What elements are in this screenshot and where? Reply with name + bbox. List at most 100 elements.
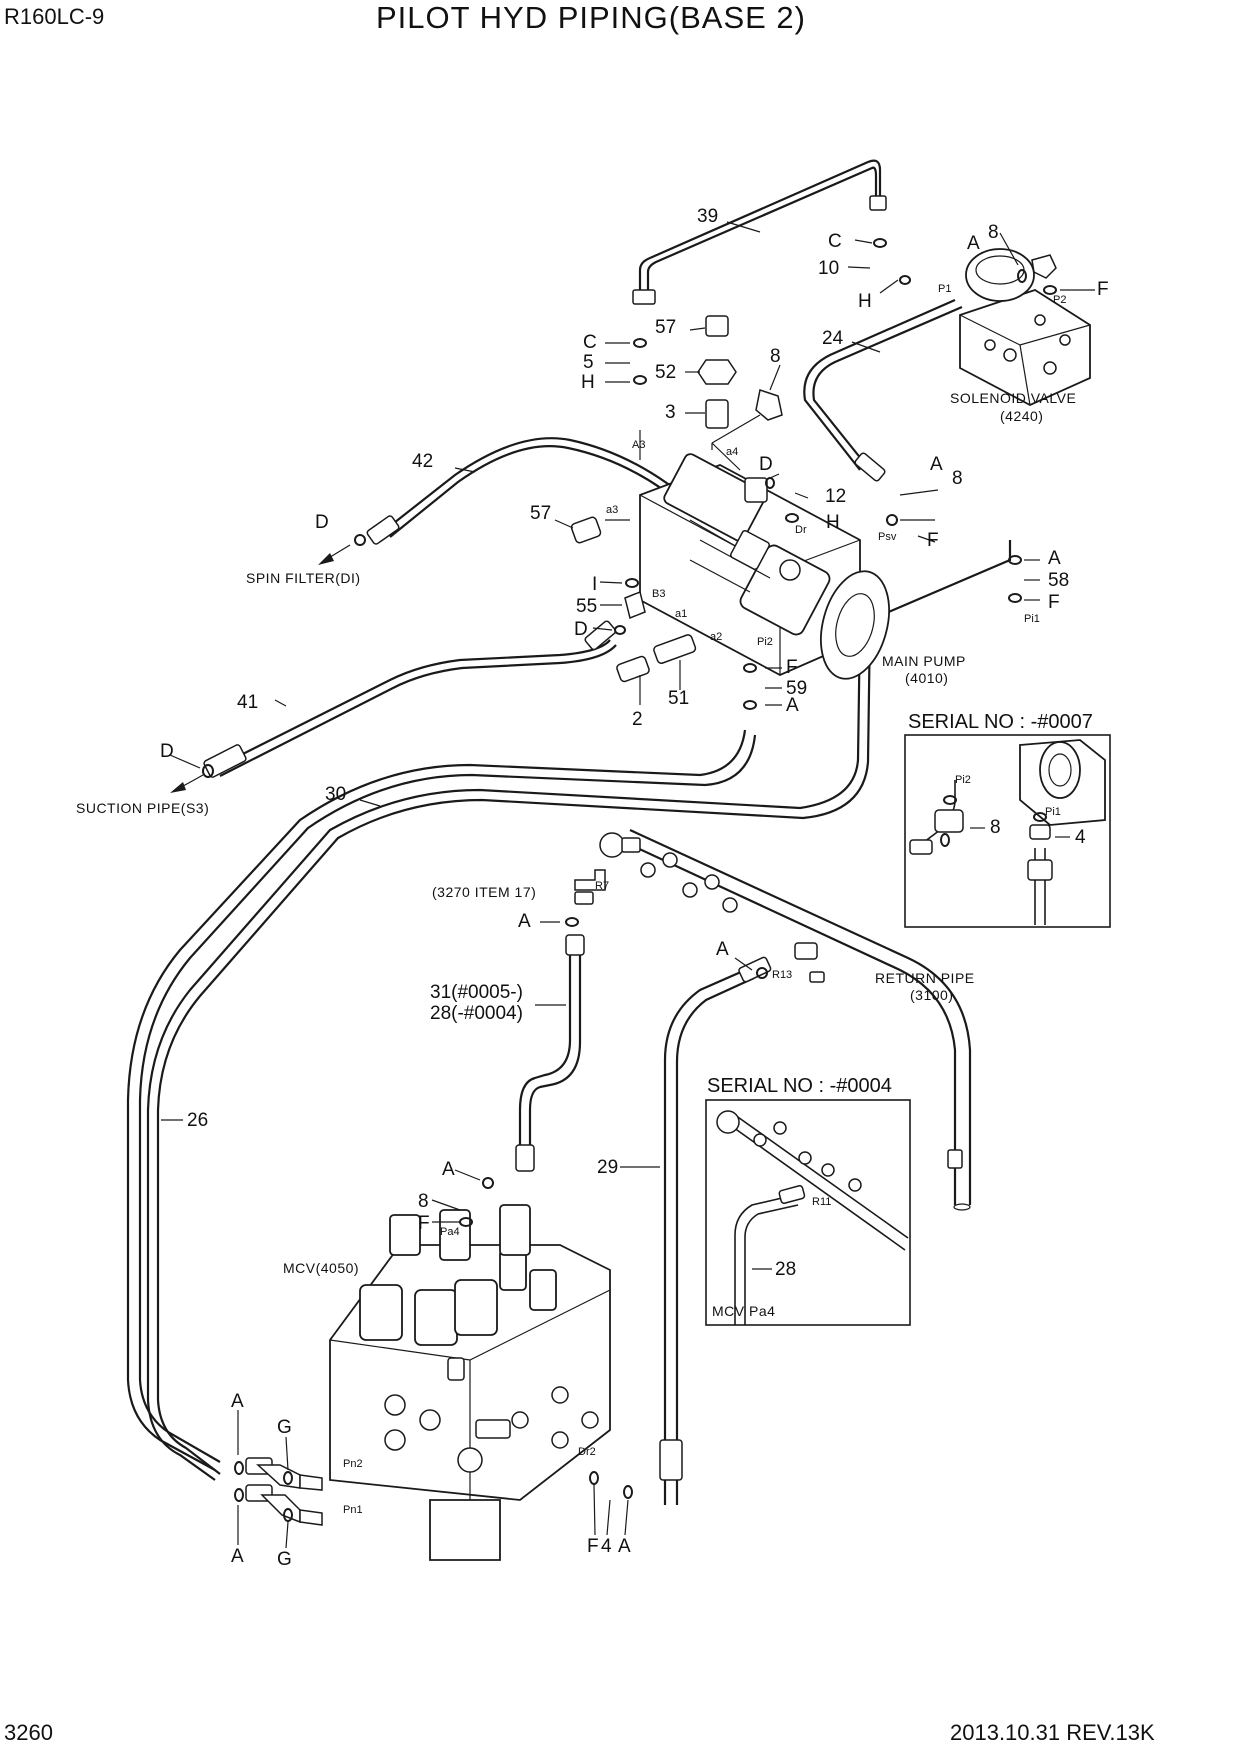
return-pipe-label: RETURN PIPE: [875, 970, 975, 986]
callouts: 39 C 10 H A 8 F 24 C 5 H 57 52 3 8 42 D …: [160, 206, 1109, 1570]
callout-24: 24: [822, 328, 844, 349]
callout-D-pump: D: [759, 454, 773, 475]
port-dr: Dr: [795, 524, 807, 536]
port-r13: R13: [772, 969, 792, 981]
return-pipe-ref: (3100): [910, 987, 953, 1003]
inset2-title: SERIAL NO : -#0004: [707, 1075, 892, 1097]
callout-A-hose24: A: [930, 454, 943, 475]
component-labels: SOLENOID VALVE (4240) MAIN PUMP (4010) R…: [76, 390, 1076, 1276]
callout-I: I: [592, 574, 597, 595]
hose-41: [203, 620, 617, 778]
callout-58: 58: [1048, 570, 1069, 591]
spin-filter-label: SPIN FILTER(DI): [246, 570, 361, 586]
port-a3: a3: [606, 504, 618, 516]
hose-30: [126, 729, 757, 1471]
callout-42: 42: [412, 451, 433, 472]
callout-39: 39: [697, 206, 718, 227]
suction-pipe-label: SUCTION PIPE(S3): [76, 800, 209, 816]
port-pi1: Pi1: [1024, 613, 1040, 625]
port-r7: R7: [595, 880, 609, 892]
solenoid-valve-ref: (4240): [1000, 408, 1043, 424]
callout-A-mcv: A: [442, 1159, 455, 1180]
valve-parts-stack: [570, 315, 783, 544]
port-B3: B3: [652, 588, 665, 600]
flow-arrows: [170, 544, 351, 793]
inset1-port-pi2: Pi2: [955, 774, 971, 786]
callout-H-left: H: [581, 372, 595, 393]
inset1-port-pi1: Pi1: [1045, 806, 1061, 818]
callout-F-sol: F: [1097, 279, 1109, 300]
port-labels: P1 P2 A3 a3 a4 B3 a1 a2 Dr Psv Pi1 Pi2 R…: [343, 283, 1066, 1516]
callout-D-spin: D: [315, 512, 329, 533]
port-pi2: Pi2: [757, 636, 773, 648]
callout-A-r13: A: [716, 939, 729, 960]
callout-A-pi1: A: [1048, 548, 1061, 569]
port-p2: P2: [1053, 294, 1066, 306]
callout-G-pn2: G: [277, 1417, 292, 1438]
callout-C-top: C: [828, 231, 842, 252]
port-a2: a2: [710, 631, 722, 643]
callout-2: 2: [632, 709, 643, 730]
callout-A-pn1: A: [231, 1546, 244, 1567]
inset2-mcv-pa4: MCV Pa4: [712, 1303, 775, 1319]
page-title: PILOT HYD PIPING(BASE 2): [376, 0, 806, 35]
callout-D-suction: D: [160, 741, 174, 762]
callout-H-top: H: [858, 291, 872, 312]
callout-D-55: D: [574, 619, 588, 640]
model-label: R160LC-9: [4, 4, 104, 29]
inset1-title: SERIAL NO : -#0007: [908, 711, 1093, 733]
inset-serial-0007: SERIAL NO : -#0007 Pi2 Pi1 8 4: [904, 711, 1111, 928]
callout-59: 59: [786, 678, 807, 699]
callout-8-sol: 8: [988, 222, 999, 243]
callout-10: 10: [818, 258, 839, 279]
inset-serial-0004: SERIAL NO : -#0004 R11 28 MCV Pa4: [705, 1075, 911, 1326]
callout-28: 28(-#0004): [430, 1003, 523, 1024]
callout-8-hose24: 8: [952, 468, 963, 489]
hose-39: [632, 159, 887, 305]
return-pipe: [619, 829, 972, 1211]
port-A3: A3: [632, 439, 645, 451]
callout-8-mid: 8: [770, 346, 781, 367]
port-psv: Psv: [878, 531, 897, 543]
callout-F-mcv: F: [418, 1213, 430, 1234]
main-pump-label: MAIN PUMP: [882, 653, 966, 669]
callout-30: 30: [325, 784, 346, 805]
inset1-callout-8: 8: [990, 817, 1001, 838]
inset1-callout-4: 4: [1075, 827, 1086, 848]
callout-F-psv: F: [927, 530, 939, 551]
callout-4-dr2: 4: [601, 1536, 612, 1557]
callout-31: 31(#0005-): [430, 982, 523, 1003]
callout-G-pn1: G: [277, 1549, 292, 1570]
o-rings: [202, 238, 1057, 1522]
callout-55: 55: [576, 596, 597, 617]
callout-C-left: C: [583, 332, 597, 353]
hose-24: [803, 298, 963, 482]
callout-A-sol: A: [967, 233, 980, 254]
main-pump-ref: (4010): [905, 670, 948, 686]
callout-3: 3: [665, 402, 676, 423]
port-a4: a4: [726, 446, 738, 458]
callout-F-dr2: F: [587, 1536, 599, 1557]
callout-5: 5: [583, 352, 594, 373]
mcv-pilot-fittings: [245, 1457, 323, 1526]
port-pn1: Pn1: [343, 1504, 363, 1516]
callout-57-top: 57: [655, 317, 676, 338]
port-pa4: Pa4: [440, 1226, 460, 1238]
port-p1: P1: [938, 283, 951, 295]
callout-A-item17: A: [518, 911, 531, 932]
inset2-callout-28: 28: [775, 1259, 796, 1280]
callout-A-pn2: A: [231, 1391, 244, 1412]
main-pump: [639, 453, 890, 680]
callout-H-pump: H: [826, 512, 840, 533]
hose-31-28: [515, 934, 585, 1172]
callout-F-pi2: F: [786, 657, 798, 678]
mcv: [329, 1204, 611, 1561]
port-a1: a1: [675, 608, 687, 620]
callout-12: 12: [825, 486, 846, 507]
date-revision: 2013.10.31 REV.13K: [950, 1720, 1155, 1745]
callout-F-pi1: F: [1048, 592, 1060, 613]
callout-A-pi2: A: [786, 695, 799, 716]
page-number: 3260: [4, 1720, 53, 1745]
callout-A-dr2: A: [618, 1536, 631, 1557]
